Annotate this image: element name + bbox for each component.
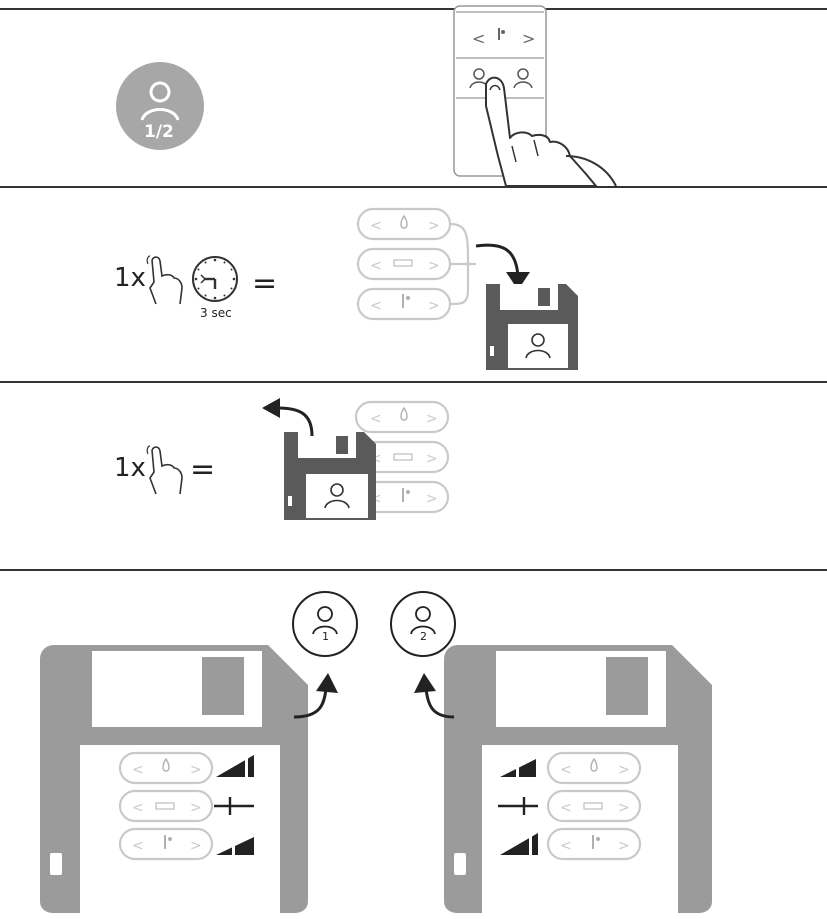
press-count-label: 1x <box>114 263 146 293</box>
equals-sign: = <box>252 266 277 301</box>
hold-duration-label: 3 sec <box>200 306 232 320</box>
svg-text:>: > <box>428 258 440 274</box>
touch-hand-icon <box>146 256 186 306</box>
floppy-disk-icon <box>486 284 578 370</box>
svg-text:>: > <box>190 838 202 854</box>
svg-text:>: > <box>426 411 438 427</box>
svg-text:>: > <box>428 218 440 234</box>
floppy-profile-1: < > < > < > <box>40 645 340 915</box>
svg-text:<: < <box>370 218 382 234</box>
svg-text:<: < <box>370 411 382 427</box>
divider-3 <box>0 569 827 571</box>
svg-text:>: > <box>426 491 438 507</box>
svg-text:>: > <box>618 838 630 854</box>
svg-text:<: < <box>370 298 382 314</box>
clock-icon <box>191 255 241 305</box>
floppy-profile-2: < > < > < > <box>410 645 710 915</box>
svg-text:>: > <box>618 762 630 778</box>
press-count-label: 1x <box>114 453 146 483</box>
svg-text:>: > <box>190 762 202 778</box>
svg-text:<: < <box>560 800 572 816</box>
svg-text:>: > <box>522 29 535 48</box>
svg-text:<: < <box>370 258 382 274</box>
svg-text:<: < <box>132 762 144 778</box>
control-group-illustration: < > < > < > <box>356 206 596 386</box>
svg-text:>: > <box>618 800 630 816</box>
svg-text:<: < <box>472 29 485 48</box>
svg-text:<: < <box>132 838 144 854</box>
svg-text:<: < <box>560 838 572 854</box>
top-divider <box>0 8 827 10</box>
profile-badge-text: 1/2 <box>144 122 174 142</box>
control-panel-illustration: < > <box>446 6 636 186</box>
svg-text:>: > <box>428 298 440 314</box>
divider-1 <box>0 186 827 188</box>
svg-text:<: < <box>132 800 144 816</box>
floppy-disk-icon <box>284 432 376 520</box>
floppy-recall-illustration: <> <> <> <box>260 392 460 522</box>
profile-2-number: 2 <box>420 630 427 643</box>
svg-text:>: > <box>426 451 438 467</box>
profile-1-number: 1 <box>322 630 329 643</box>
svg-text:<: < <box>560 762 572 778</box>
equals-sign: = <box>190 452 215 487</box>
svg-text:>: > <box>190 800 202 816</box>
touch-hand-icon <box>146 446 186 496</box>
